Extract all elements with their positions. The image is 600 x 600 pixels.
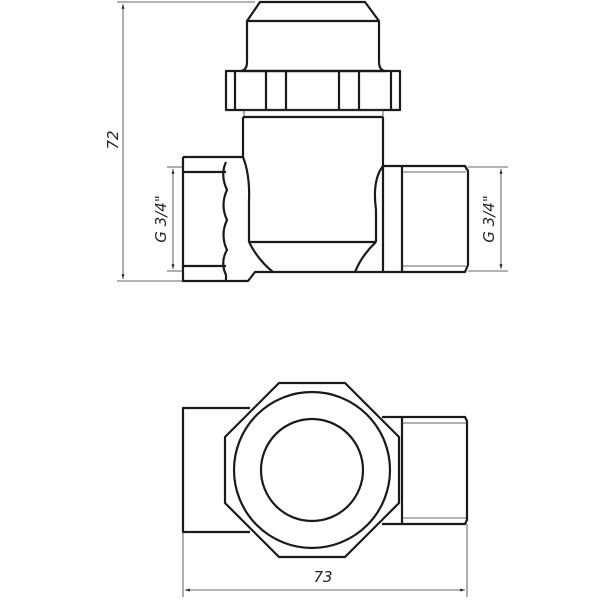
union-nut xyxy=(224,69,402,112)
outlet-thread-dimension: G 3/4" xyxy=(468,166,508,272)
inlet-end-top xyxy=(181,406,250,534)
outlet-male-end xyxy=(383,164,470,274)
height-value: 72 xyxy=(104,130,122,149)
bore-circle xyxy=(259,417,365,523)
valve-body xyxy=(241,117,385,273)
outlet-thread-label: G 3/4" xyxy=(480,195,498,242)
inlet-thread-dimension: G 3/4" xyxy=(152,166,183,272)
top-view xyxy=(181,381,469,559)
nut-outer-circle xyxy=(232,390,392,550)
height-dimension: 72 xyxy=(104,1,255,282)
cap xyxy=(239,0,387,73)
inlet-female-end xyxy=(181,155,402,283)
front-view xyxy=(181,0,470,283)
outlet-end-top xyxy=(382,415,469,526)
width-value: 73 xyxy=(313,568,332,586)
hex-nut-octagon xyxy=(223,381,401,559)
width-dimension: 73 xyxy=(182,524,468,597)
inlet-thread-label: G 3/4" xyxy=(152,195,170,242)
